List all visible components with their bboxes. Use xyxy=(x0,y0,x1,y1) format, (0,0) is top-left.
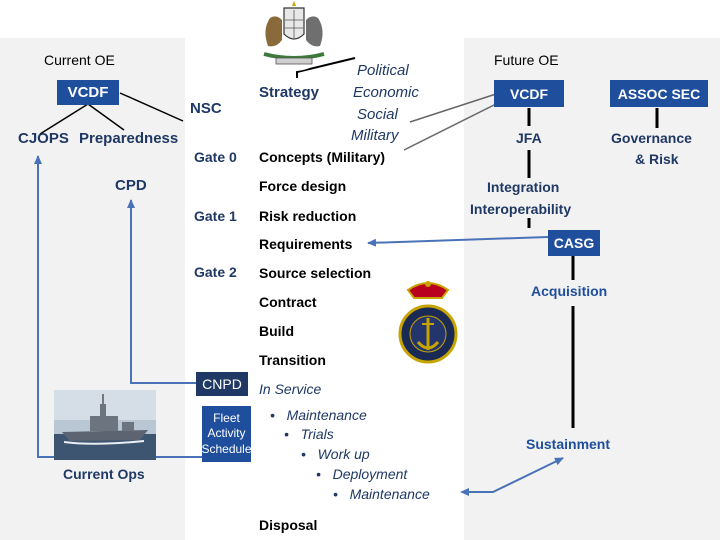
cjops-label: CJOPS xyxy=(18,130,69,147)
military-to-vcdf-line xyxy=(409,93,497,123)
bullet-trials: • Trials xyxy=(284,426,334,442)
vcdf-to-nsc-line xyxy=(119,92,184,122)
nsc-label: NSC xyxy=(190,100,222,117)
disposal-label: Disposal xyxy=(259,517,318,533)
governance-label-1: Governance xyxy=(611,130,692,146)
vcdf-to-preparedness-line xyxy=(87,103,125,131)
requirements-label: Requirements xyxy=(259,236,353,252)
activity-label: Activity xyxy=(207,426,246,441)
integration-label: Integration xyxy=(487,179,560,195)
sustainment-to-in-service-arrow xyxy=(460,457,564,496)
coat-of-arms xyxy=(256,1,332,71)
military-label: Military xyxy=(351,127,399,144)
casg-box: CASG xyxy=(548,230,600,256)
sustainment-label: Sustainment xyxy=(526,436,611,452)
navy-badge xyxy=(398,281,458,364)
transition-label: Transition xyxy=(259,352,326,368)
acquisition-label: Acquisition xyxy=(531,283,608,299)
cnpd-box: CNPD xyxy=(196,372,248,396)
contract-label: Contract xyxy=(259,294,317,310)
strategy-bar xyxy=(296,57,356,78)
bullet-maintenance-2: • Maintenance xyxy=(333,486,430,502)
casg-to-requirements-arrow xyxy=(367,236,549,247)
jfa-label: JFA xyxy=(516,130,542,146)
concepts-to-vcdf-line xyxy=(403,99,505,151)
governance-label-2: & Risk xyxy=(635,151,679,167)
force-design-label: Force design xyxy=(259,178,347,194)
bullet-work-up: • Work up xyxy=(301,446,370,462)
gate-1-label: Gate 1 xyxy=(194,208,237,224)
risk-reduction-label: Risk reduction xyxy=(259,208,357,224)
social-label: Social xyxy=(357,106,398,123)
gate-0-label: Gate 0 xyxy=(194,149,237,165)
interoperability-label: Interoperability xyxy=(470,201,572,217)
concepts-label: Concepts (Military) xyxy=(259,149,386,165)
future-oe-panel xyxy=(464,38,720,540)
cpd-label: CPD xyxy=(115,177,147,194)
bullet-deployment: • Deployment xyxy=(316,466,408,482)
strategy-label: Strategy xyxy=(259,84,320,101)
economic-label: Economic xyxy=(353,84,419,101)
schedule-label: Schedule xyxy=(201,441,252,456)
assoc-sec-box: ASSOC SEC xyxy=(610,80,708,107)
current-oe-title: Current OE xyxy=(44,52,115,68)
fleet-label: Fleet xyxy=(213,410,240,425)
bullet-maintenance-1: • Maintenance xyxy=(270,407,367,423)
future-oe-title: Future OE xyxy=(494,52,559,68)
fleet-activity-schedule-box: Fleet Activity Schedule xyxy=(201,406,252,462)
vcdf-box-current: VCDF xyxy=(57,80,119,105)
vcdf-to-cjops-line xyxy=(39,103,89,135)
in-service-label: In Service xyxy=(259,381,322,397)
build-label: Build xyxy=(259,323,294,339)
political-label: Political xyxy=(357,62,409,79)
gate-2-label: Gate 2 xyxy=(194,264,237,280)
ship-photo xyxy=(54,390,156,460)
source-selection-label: Source selection xyxy=(259,265,372,281)
cnpd-to-cpd-arrow xyxy=(127,199,196,384)
preparedness-label: Preparedness xyxy=(79,130,179,147)
vcdf-box-future: VCDF xyxy=(494,80,564,107)
current-ops-label: Current Ops xyxy=(63,466,145,482)
